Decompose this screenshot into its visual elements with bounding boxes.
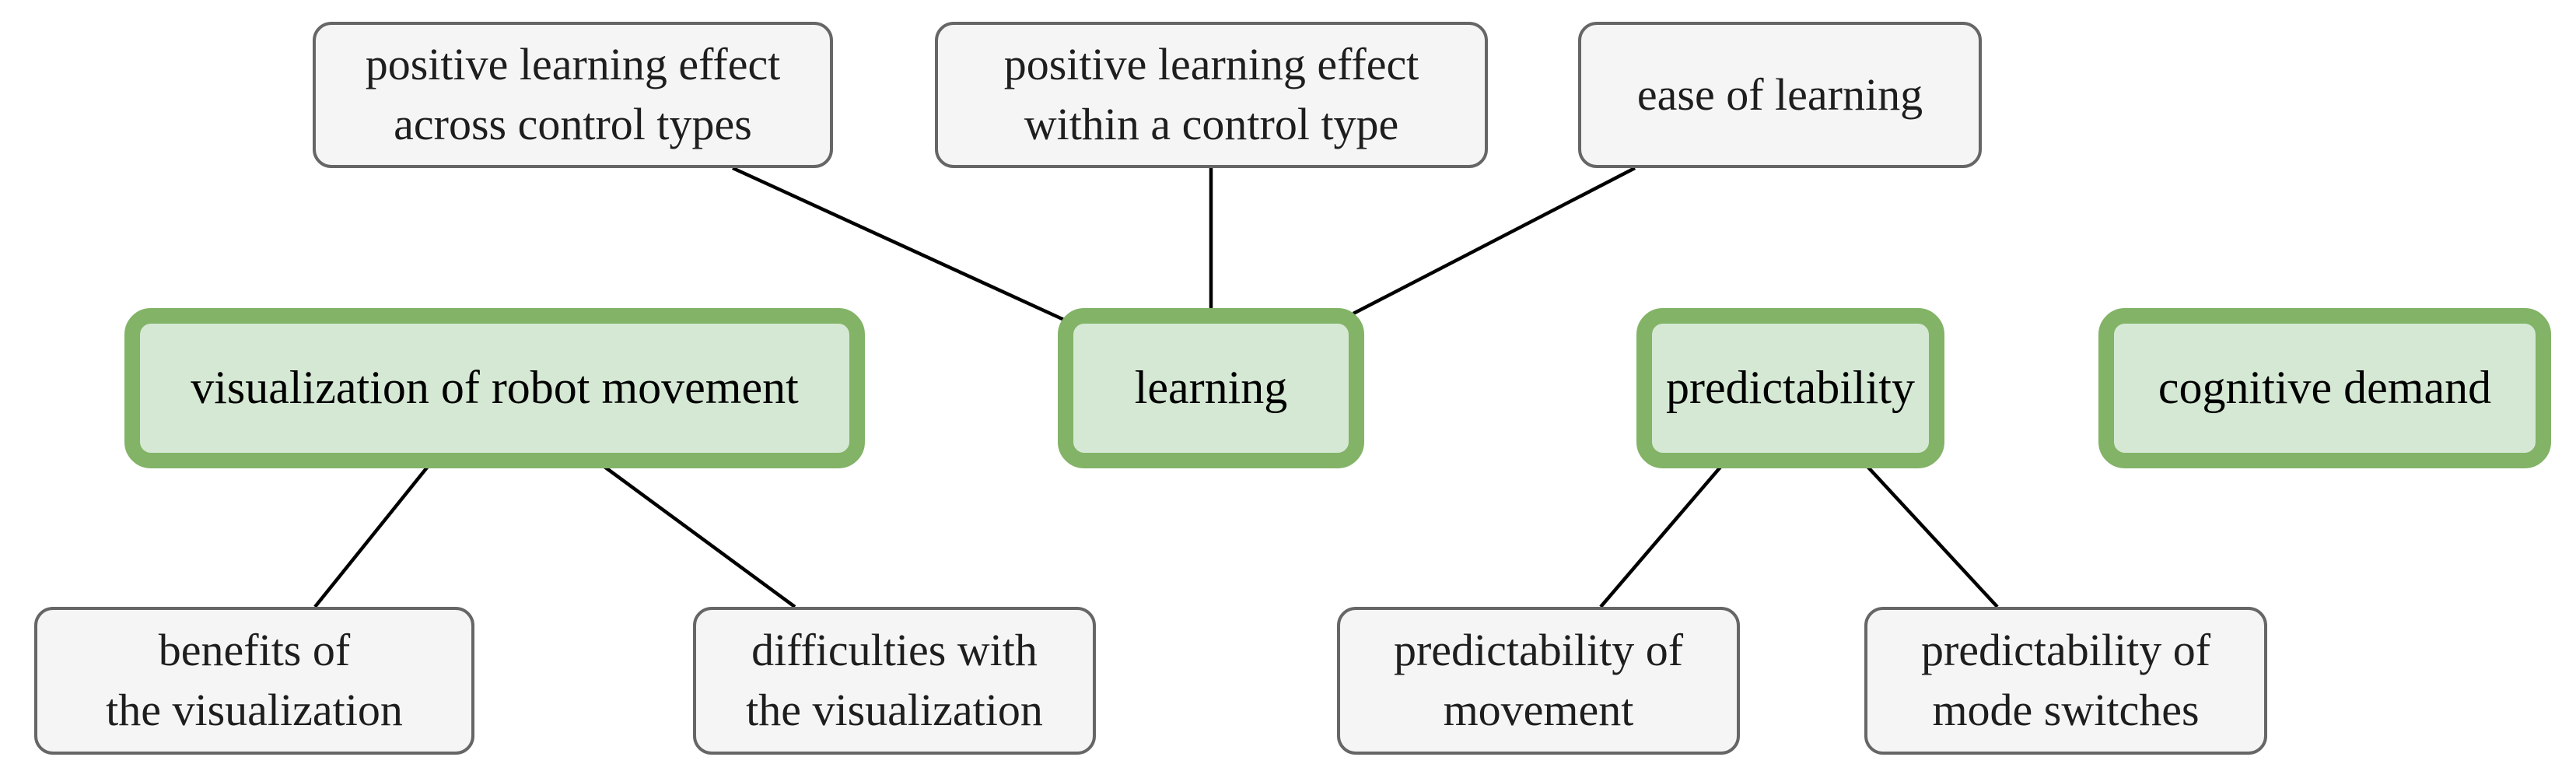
node-predictability-label: predictability [1666, 362, 1915, 414]
edge-learning-ease-of-learning [1352, 166, 1636, 315]
node-cognitive-demand-label: cognitive demand [2158, 362, 2492, 414]
node-ease-of-learning-label: ease of learning [1636, 68, 1923, 120]
node-learning-within-line1: positive learning effect [1003, 39, 1419, 90]
node-learning-within-control-type: positive learning effect within a contro… [935, 22, 1488, 168]
edge-predictability-predictability-movement [1599, 458, 1728, 608]
node-learning-label: learning [1134, 362, 1288, 414]
node-learning-across-line1: positive learning effect [365, 39, 781, 90]
edge-visualization-benefits [313, 458, 435, 608]
node-learning: learning [1058, 308, 1364, 468]
node-difficulties-with-visualization: difficulties with the visualization [693, 607, 1096, 755]
edge-predictability-predictability-mode [1860, 458, 1999, 608]
node-predictability-of-mode-switches: predictability of mode switches [1864, 607, 2267, 755]
node-benefits-line2: the visualization [106, 685, 403, 735]
node-difficulties-line2: the visualization [746, 685, 1043, 735]
node-difficulties-line1: difficulties with [751, 625, 1038, 676]
node-learning-within-line2: within a control type [1024, 99, 1399, 149]
edge-learning-learning-across [732, 166, 1065, 322]
node-visualization-of-robot-movement: visualization of robot movement [124, 308, 865, 468]
node-predictability-mode-line1: predictability of [1920, 625, 2211, 676]
node-learning-across-line2: across control types [394, 99, 752, 149]
node-cognitive-demand: cognitive demand [2098, 308, 2551, 468]
node-predictability-movement-line2: movement [1443, 685, 1634, 735]
edge-visualization-difficulties [593, 458, 796, 608]
node-visualization-label: visualization of robot movement [191, 362, 799, 414]
node-predictability-movement-line1: predictability of [1393, 625, 1684, 676]
node-learning-across-control-types: positive learning effect across control … [313, 22, 833, 168]
node-benefits-of-visualization: benefits of the visualization [34, 607, 474, 755]
node-predictability: predictability [1636, 308, 1944, 468]
node-benefits-line1: benefits of [158, 625, 351, 676]
node-predictability-mode-line2: mode switches [1932, 685, 2200, 735]
node-ease-of-learning: ease of learning [1578, 22, 1982, 168]
node-predictability-of-movement: predictability of movement [1337, 607, 1740, 755]
